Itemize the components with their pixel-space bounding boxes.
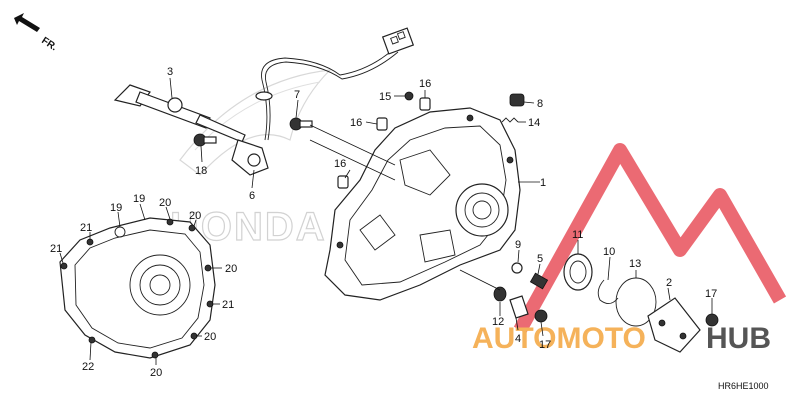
part-8-plug bbox=[509, 93, 525, 107]
part-18-bolt bbox=[193, 133, 217, 147]
callout-19-left: 19 bbox=[110, 202, 122, 214]
callout-21-top: 21 bbox=[80, 222, 92, 234]
part-10-circlip bbox=[597, 279, 619, 304]
diagram-code: HR6HE1000 bbox=[718, 381, 769, 391]
wiring-harness bbox=[255, 27, 415, 141]
part-1-rear-cover bbox=[324, 107, 521, 301]
callout-14: 14 bbox=[528, 117, 540, 129]
gasket-cover-assembly bbox=[59, 217, 216, 359]
part-2-cover-plate bbox=[647, 297, 701, 353]
callout-9: 9 bbox=[515, 239, 521, 251]
callout-16-mid: 16 bbox=[350, 117, 362, 129]
callout-22: 22 bbox=[82, 361, 94, 373]
callout-6: 6 bbox=[249, 190, 255, 202]
callout-1: 1 bbox=[540, 177, 546, 189]
front-direction-arrow: FR. bbox=[14, 13, 59, 53]
part-9-washer bbox=[511, 262, 523, 274]
callout-7: 7 bbox=[294, 89, 300, 101]
part-12-seal bbox=[493, 286, 507, 302]
watermark-text-b: HUB bbox=[706, 322, 771, 355]
callout-11: 11 bbox=[572, 229, 583, 241]
callout-13: 13 bbox=[629, 258, 641, 270]
callout-2: 2 bbox=[666, 277, 672, 289]
callout-3: 3 bbox=[167, 66, 173, 78]
part-7-bolt bbox=[289, 117, 313, 131]
callout-15: 15 bbox=[379, 91, 391, 103]
callout-17-right: 17 bbox=[705, 288, 717, 300]
watermark-triangle-icon bbox=[513, 143, 787, 334]
callout-20-lower-right: 20 bbox=[204, 331, 216, 343]
part-6-sensor bbox=[231, 139, 269, 176]
callout-21-left: 21 bbox=[50, 243, 62, 255]
grommet-icon bbox=[255, 91, 273, 101]
callout-17-lower: 17 bbox=[539, 339, 551, 351]
front-direction-label: FR. bbox=[39, 35, 59, 53]
callout-4: 4 bbox=[515, 333, 521, 345]
callout-10: 10 bbox=[603, 246, 615, 258]
part-17-bolt-right bbox=[705, 313, 719, 327]
part-4-bracket bbox=[509, 295, 529, 319]
callout-18: 18 bbox=[195, 165, 207, 177]
part-11-bearing bbox=[563, 253, 593, 291]
callout-21-right: 21 bbox=[222, 299, 234, 311]
callout-labels: 1 2 3 4 5 6 7 8 9 10 11 12 13 14 15 16 1… bbox=[50, 66, 717, 379]
watermark: AUTOMOTO HUB bbox=[472, 143, 787, 355]
part-14-spring bbox=[501, 117, 519, 123]
callout-16-low: 16 bbox=[334, 158, 346, 170]
callout-20-bottom: 20 bbox=[150, 367, 162, 379]
callout-12: 12 bbox=[492, 316, 504, 328]
part-5-switch bbox=[529, 272, 549, 290]
part-3-shift-shaft bbox=[113, 84, 246, 143]
leader-lines bbox=[59, 77, 713, 365]
callout-16-top: 16 bbox=[419, 78, 431, 90]
part-15-washer bbox=[404, 91, 414, 101]
callout-20-top: 20 bbox=[159, 197, 171, 209]
callout-20-right: 20 bbox=[225, 263, 237, 275]
callout-8: 8 bbox=[537, 98, 543, 110]
callout-5: 5 bbox=[537, 253, 543, 265]
watermark-text-a: AUTOMOTO bbox=[472, 322, 646, 355]
part-17-bolt-lower bbox=[534, 309, 548, 323]
callout-19-right: 19 bbox=[133, 193, 145, 205]
callout-20-upper-right: 20 bbox=[189, 210, 201, 222]
